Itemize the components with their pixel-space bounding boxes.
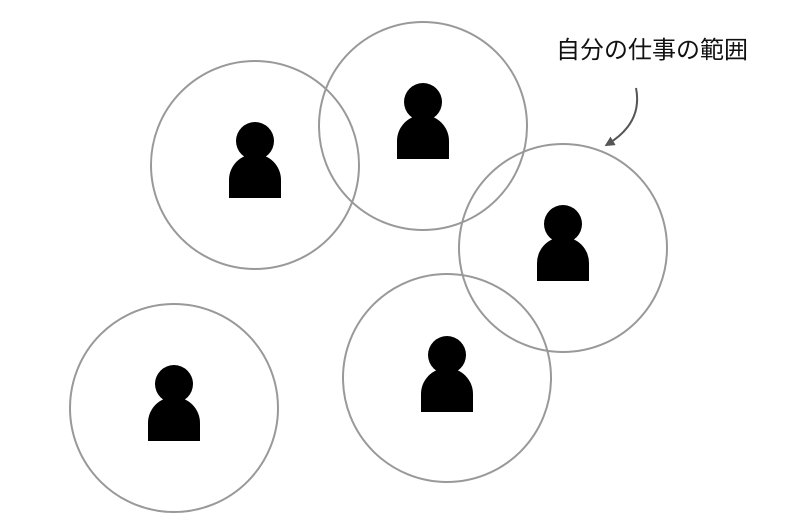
scope-circle-5: [69, 303, 279, 513]
work-scope-label: 自分の仕事の範囲: [556, 36, 748, 64]
scope-circle-3: [458, 143, 668, 353]
person-icon: [148, 365, 200, 441]
scope-circle-2: [318, 21, 528, 231]
scope-circle-1: [150, 60, 360, 270]
person-icon: [229, 122, 281, 198]
scope-circle-4: [342, 273, 552, 483]
person-icon: [421, 336, 473, 412]
person-icon: [537, 205, 589, 281]
person-icon: [397, 83, 449, 159]
annotation-arrow-icon: [604, 87, 639, 147]
